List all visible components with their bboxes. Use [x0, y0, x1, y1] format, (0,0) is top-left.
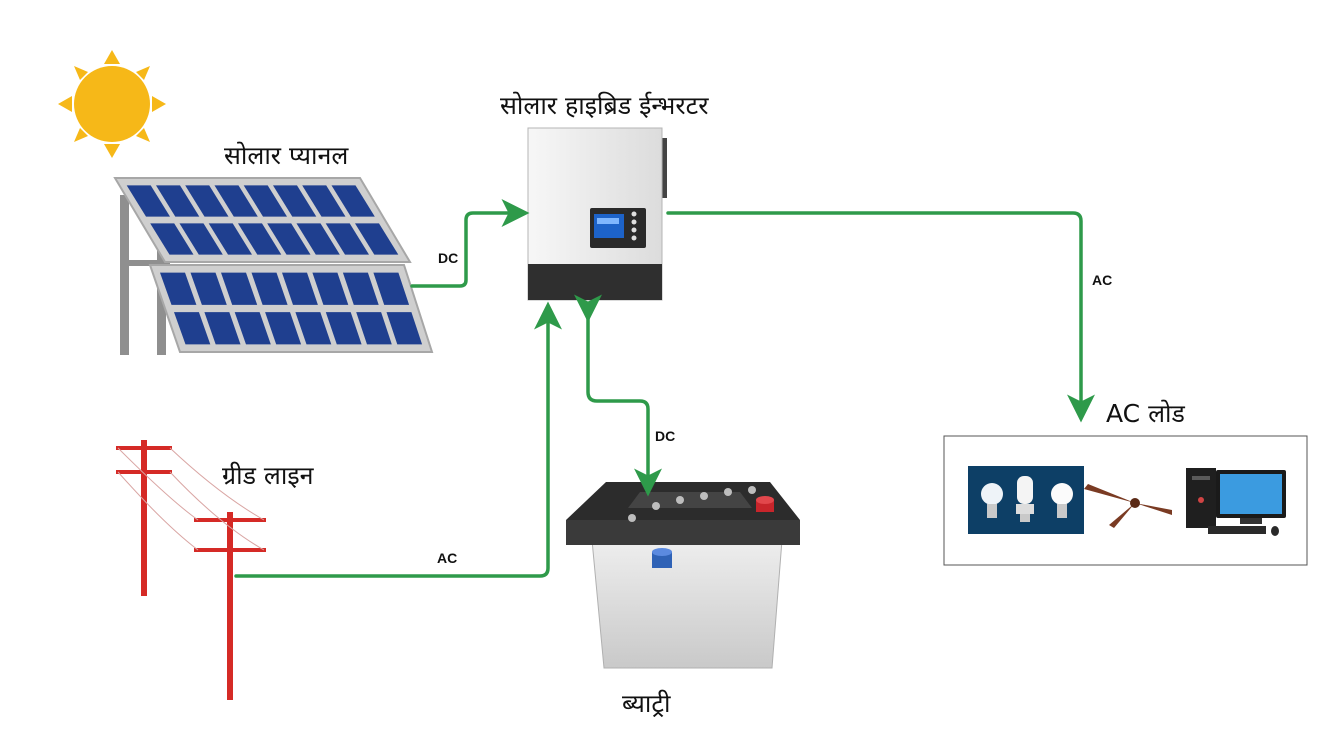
solar-cell: [312, 272, 349, 305]
inverter-icon: [527, 127, 667, 301]
ac-load-box: [943, 435, 1308, 566]
solar-cell: [325, 223, 369, 255]
grid-line-label: ग्रीड लाइन: [222, 461, 314, 490]
solar-cell: [179, 223, 223, 255]
solar-cell: [325, 312, 362, 345]
flow-label-battery-dc: DC: [655, 428, 676, 444]
solar-cell: [174, 312, 211, 345]
solar-cell: [342, 272, 379, 305]
flow-label-grid-ac: AC: [437, 550, 458, 566]
solar-cell: [204, 312, 241, 345]
solar-cell: [150, 223, 194, 255]
flow-panel-to-inverter: [410, 199, 530, 288]
solar-panel-label: सोलार प्यानल: [224, 141, 349, 170]
solar-cell: [214, 185, 258, 217]
solar-cell: [243, 185, 287, 217]
battery-label: ब्याट्री: [622, 689, 671, 718]
solar-cell: [302, 185, 346, 217]
solar-cell: [251, 272, 288, 305]
battery-icon: [566, 482, 800, 669]
ac-load-label: AC लोड: [1106, 399, 1185, 428]
solar-cell: [296, 223, 340, 255]
flow-label-panel-dc: DC: [438, 250, 459, 266]
computer-icon: [1186, 468, 1286, 536]
solar-cell: [156, 185, 200, 217]
solar-cell: [331, 185, 375, 217]
solar-cell: [355, 223, 399, 255]
solar-cell: [273, 185, 317, 217]
solar-cell: [221, 272, 258, 305]
sun-icon: [58, 50, 166, 158]
solar-panel-lower-cells: [160, 272, 423, 345]
led-bulb-icon: [1051, 483, 1073, 518]
solar-cell: [295, 312, 332, 345]
solar-cell: [234, 312, 271, 345]
solar-cell: [356, 312, 392, 345]
flow-grid-to-inverter: [234, 301, 562, 578]
solar-panel-upper-cells: [126, 185, 399, 255]
solar-cell: [282, 272, 318, 305]
flow-label-load-ac: AC: [1092, 272, 1113, 288]
solar-cell: [373, 272, 410, 305]
solar-cell: [208, 223, 252, 255]
bulb-icon: [981, 483, 1003, 518]
flow-inverter-to-load: [666, 211, 1095, 423]
ceiling-fan-icon: [1084, 484, 1172, 528]
grid-pole-icon: [116, 440, 266, 700]
solar-panel-icon: [113, 177, 434, 355]
flow-battery-link: [574, 294, 662, 497]
solar-cell: [185, 185, 229, 217]
solar-cell: [238, 223, 282, 255]
solar-cell: [126, 185, 170, 217]
solar-cell: [386, 312, 423, 345]
solar-cell: [265, 312, 302, 345]
cfl-bulb-icon: [1016, 476, 1034, 522]
solar-cell: [160, 272, 197, 305]
solar-cell: [267, 223, 311, 255]
inverter-label: सोलार हाइब्रिड ईन्भरटर: [500, 91, 709, 120]
solar-cell: [190, 272, 227, 305]
